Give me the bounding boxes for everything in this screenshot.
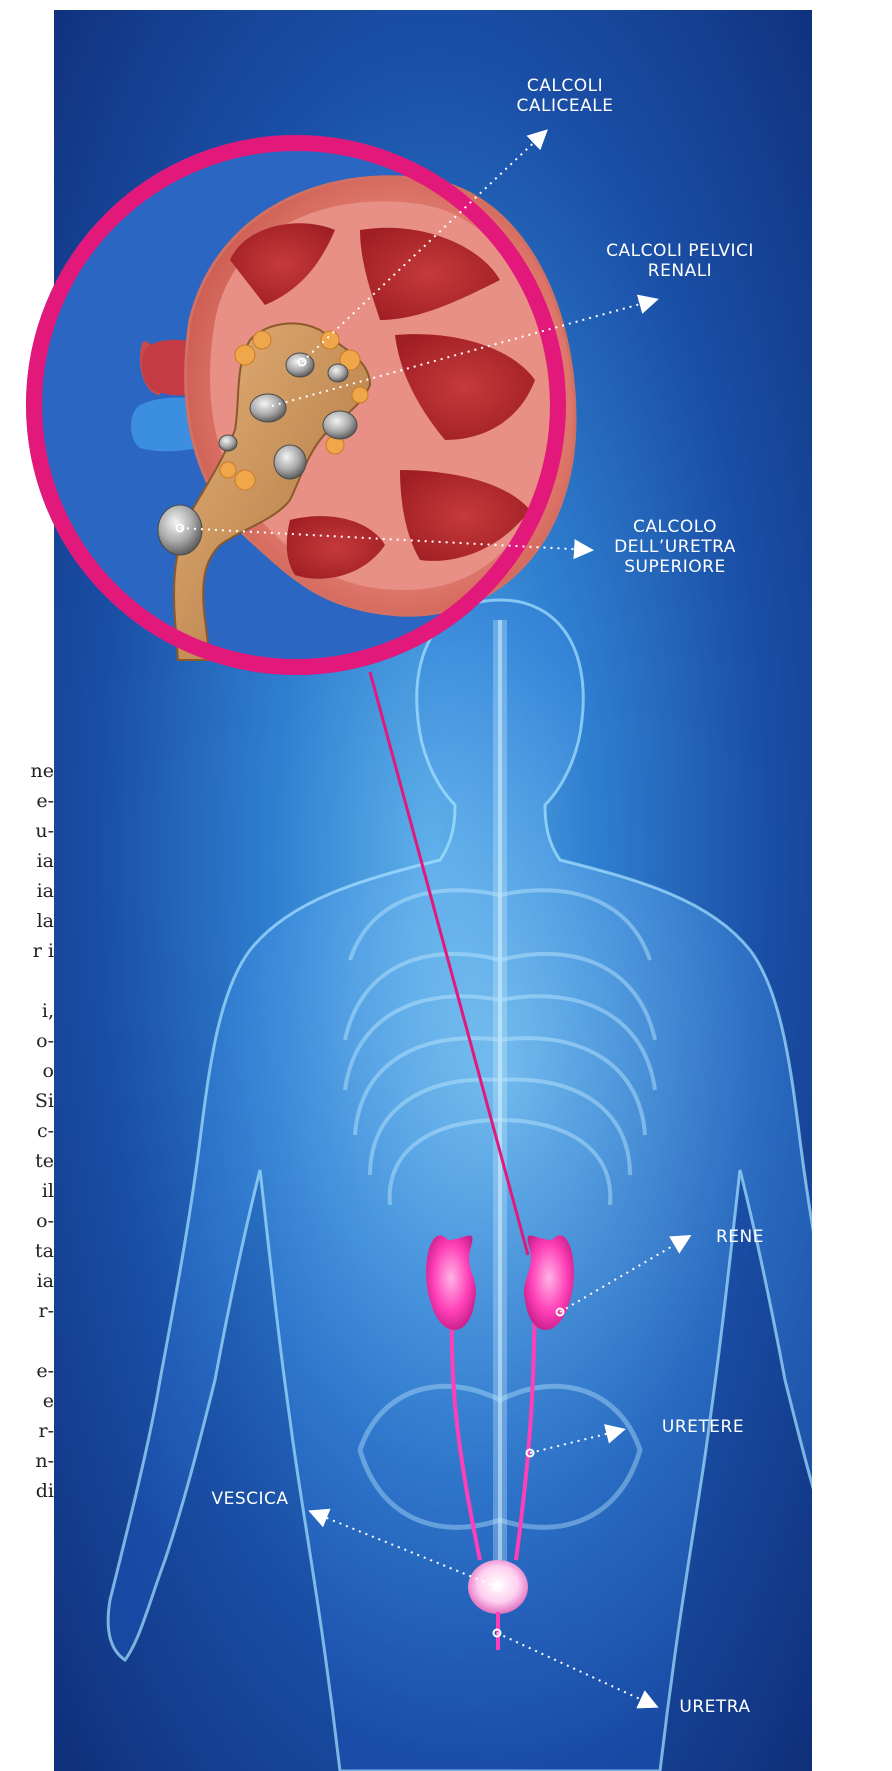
label-calcoli-caliceale: CALCOLI CALICEALE <box>485 76 645 116</box>
label-uretere: URETERE <box>648 1417 758 1437</box>
label-vescica: VESCICA <box>195 1489 305 1509</box>
label-calcoli-pelvici-renali: CALCOLI PELVICI RENALI <box>580 241 780 281</box>
magnified-kidney <box>26 135 575 675</box>
bladder <box>468 1560 528 1614</box>
label-rene: RENE <box>700 1227 780 1247</box>
label-calcolo-uretra-superiore: CALCOLO DELL’URETRA SUPERIORE <box>600 517 750 577</box>
label-uretra: URETRA <box>665 1697 765 1717</box>
